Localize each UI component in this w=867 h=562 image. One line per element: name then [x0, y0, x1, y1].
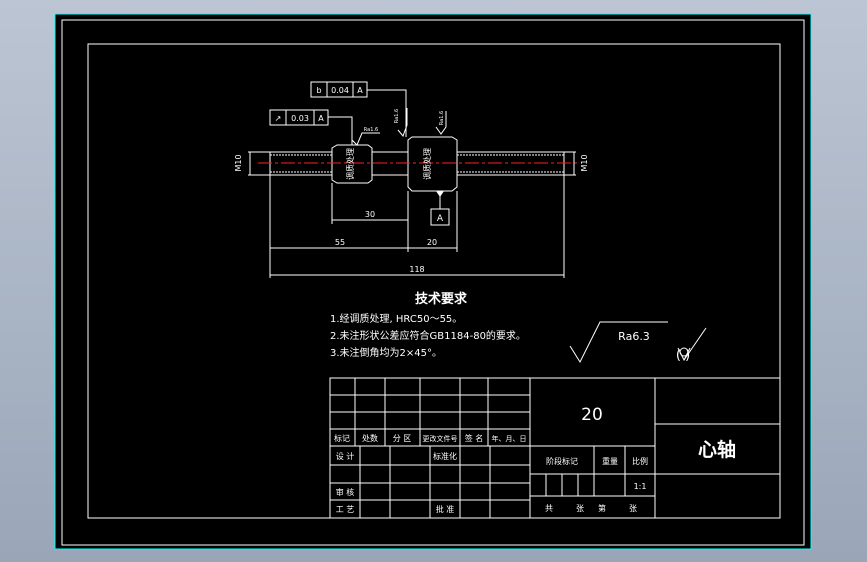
total-runout-frame: b 0.04 A [310, 81, 407, 137]
roughness-small-left: Ra1.6 [364, 127, 378, 133]
label-sheji: 设 计 [336, 451, 355, 461]
roughness-small-mid: Ra1.6 [394, 109, 400, 123]
datum-a: A [430, 191, 450, 226]
label-gong: 共 [545, 504, 553, 513]
label-biaoji: 标记 [334, 433, 350, 443]
dim-20-label: 20 [427, 238, 437, 247]
label-shenhe: 审 核 [336, 487, 355, 497]
dim-20: 20 [408, 191, 458, 252]
material-label: 20 [581, 405, 603, 425]
right-collar-label: 调质处理 [422, 148, 432, 180]
title-block-labels: 标记 处数 分 区 更改文件号 签 名 年、月、日 设 计 标准化 审 核 工 … [334, 433, 648, 514]
label-jieduan: 阶段标记 [546, 456, 578, 466]
right-thread-label: M10 [580, 154, 589, 171]
label-biaozhunhua: 标准化 [433, 451, 457, 461]
label-di: 第 [598, 503, 606, 513]
left-thread-dim: M10 [234, 151, 270, 176]
dim-118-label: 118 [409, 265, 424, 274]
roughness-paren: ( ) [676, 327, 707, 363]
dim-118: 118 [270, 175, 565, 278]
left-thread-label: M10 [234, 154, 243, 171]
label-fenqu: 分 区 [393, 434, 412, 443]
runout-symbol: ↗ [275, 114, 282, 123]
runout-datum: A [318, 114, 324, 123]
runout-frame: ↗ 0.03 A [269, 109, 353, 145]
roughness-mark-right: Ra1.6 [435, 111, 447, 135]
total-runout-datum: A [357, 86, 363, 95]
roughness-symbol: Ra6.3 [569, 321, 668, 364]
label-chushu: 处数 [362, 433, 378, 443]
dim-30-label: 30 [365, 210, 375, 219]
right-collar [407, 136, 458, 192]
label-nianyueri: 年、月、日 [492, 434, 527, 443]
roughness-label: Ra6.3 [618, 330, 650, 343]
label-gaiwenjian: 更改文件号 [423, 434, 458, 443]
dim-55-label: 55 [335, 238, 345, 247]
label-bili-value: 1:1 [634, 482, 647, 491]
right-thread-dim: M10 [564, 151, 589, 176]
dim-55: 55 [269, 175, 408, 278]
label-zhongliang: 重量 [602, 456, 618, 466]
roughness-mark-left: Ra1.6 [351, 127, 380, 146]
tech-req-line1: 1.经调质处理, HRC50～55。 [330, 312, 462, 325]
label-zhang2: 张 [629, 504, 637, 513]
title-block [329, 377, 781, 519]
label-pizhun: 批 准 [436, 504, 455, 514]
label-qianming: 签 名 [465, 433, 484, 443]
runout-value: 0.03 [291, 114, 309, 123]
sheet-border [54, 13, 812, 550]
left-collar-label: 调质处理 [345, 148, 355, 180]
roughness-mark-mid: Ra1.6 [394, 108, 408, 137]
dim-30: 30 [331, 183, 409, 252]
label-gongyi: 工 艺 [336, 505, 355, 514]
tech-req-line3: 3.未注倒角均为2×45°。 [330, 346, 442, 359]
tech-req-line2: 2.未注形状公差应符合GB1184-80的要求。 [330, 329, 526, 342]
total-runout-value: 0.04 [331, 86, 349, 95]
tech-req-title: 技术要求 [415, 291, 468, 307]
total-runout-symbol: b [316, 86, 321, 95]
label-bili: 比例 [632, 456, 648, 466]
outer-frame [61, 19, 805, 546]
label-zhang: 张 [576, 504, 584, 513]
datum-label: A [437, 214, 444, 224]
roughness-small-right: Ra1.6 [439, 111, 445, 125]
part-name: 心轴 [698, 438, 736, 461]
left-collar [331, 144, 373, 184]
